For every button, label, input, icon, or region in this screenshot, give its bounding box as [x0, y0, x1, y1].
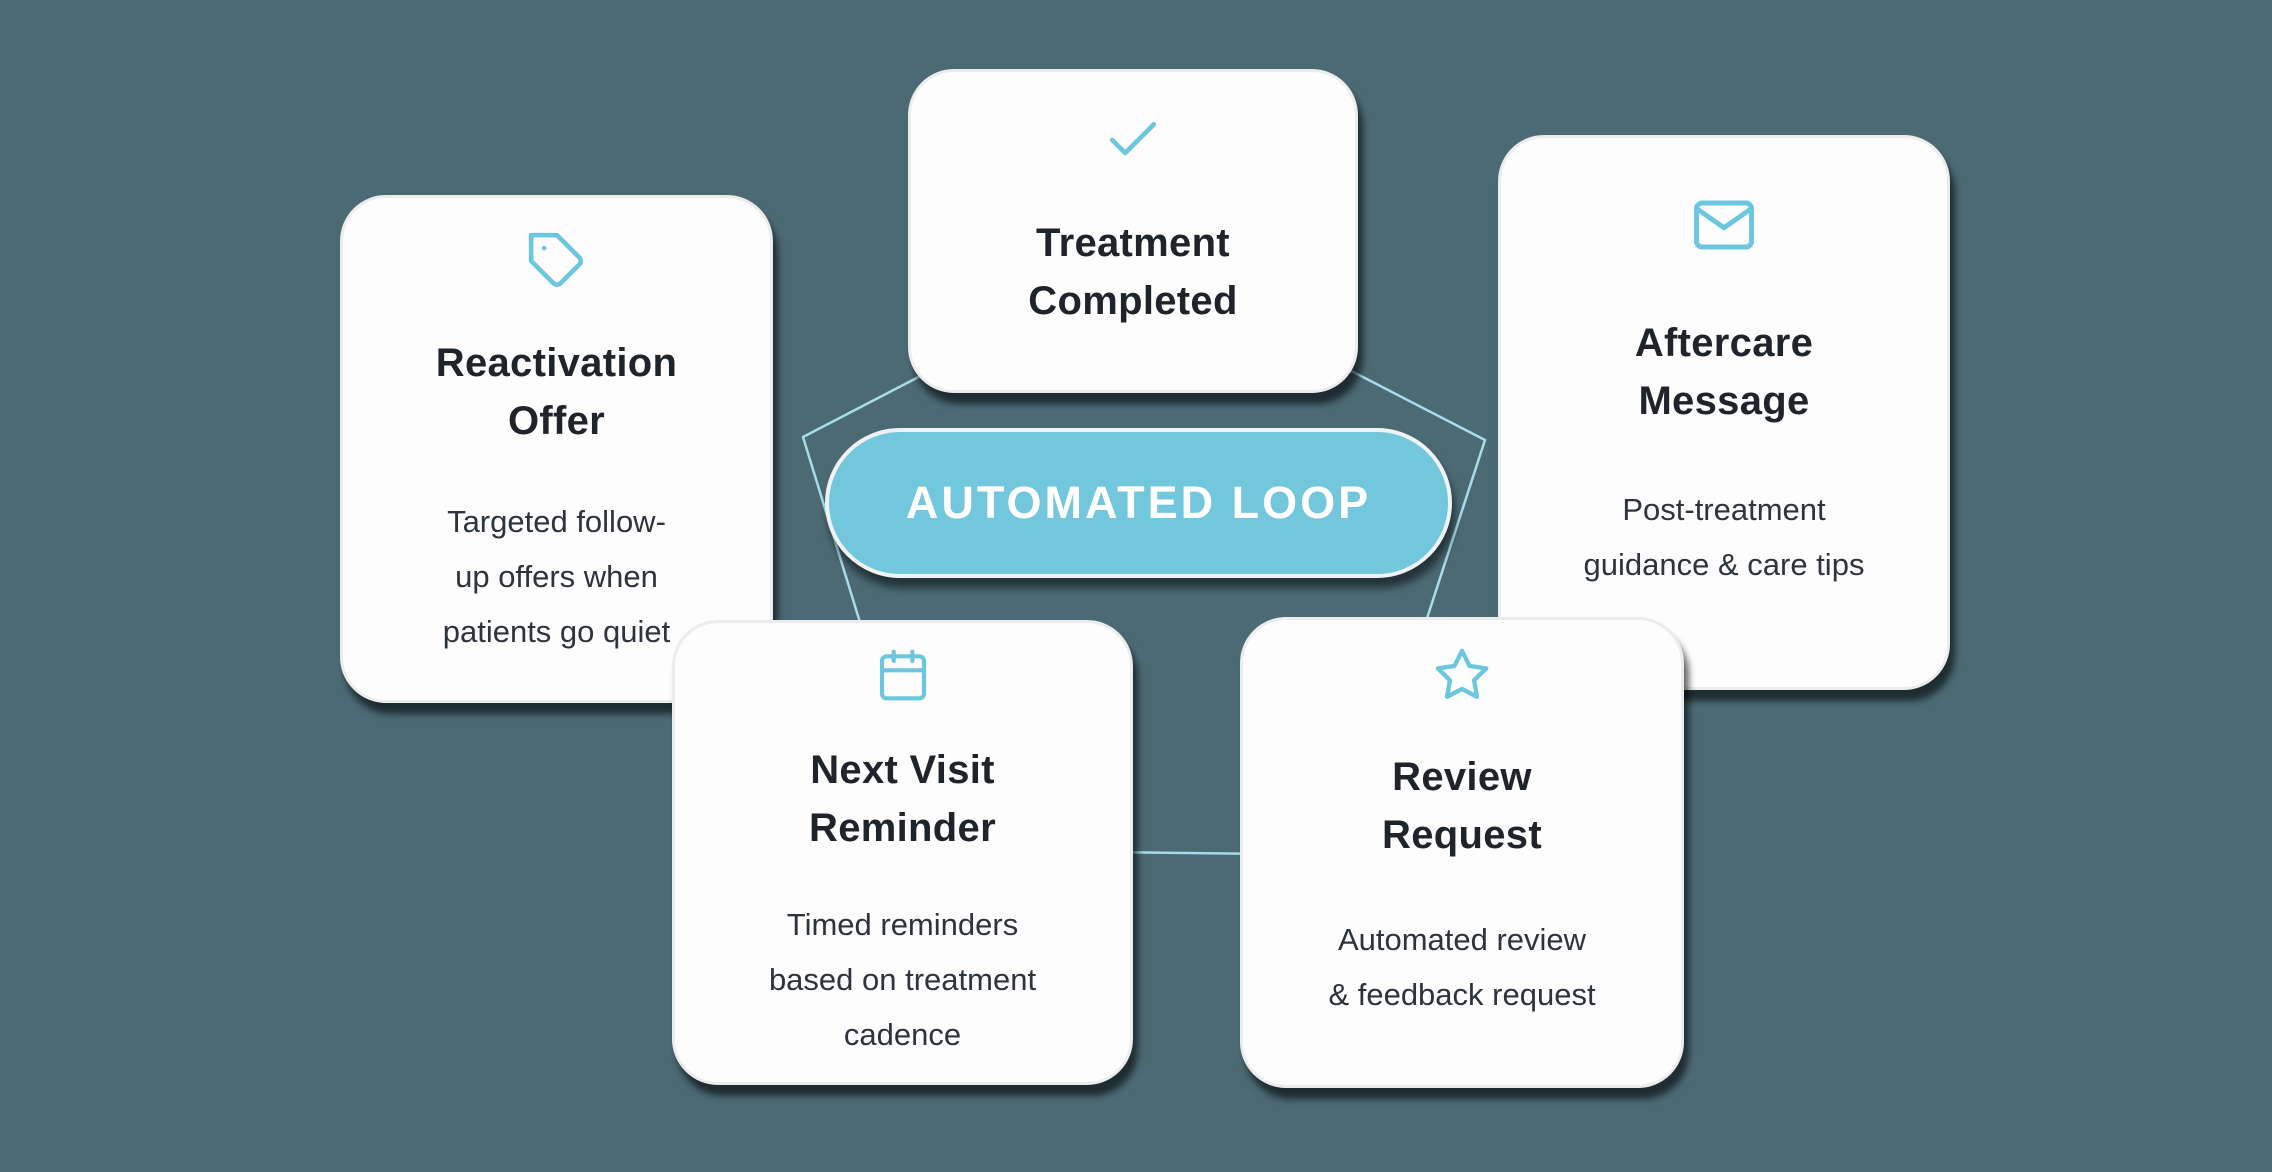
star-icon	[1433, 646, 1491, 704]
mail-icon	[1691, 192, 1757, 258]
card-description-review-request: Automated review & feedback request	[1328, 922, 1596, 1013]
card-description-aftercare-message: Post-treatment guidance & care tips	[1583, 492, 1865, 583]
loop-pentagon-line	[801, 260, 1487, 857]
tag-icon	[526, 230, 588, 292]
card-title-treatment-completed: Treatment Completed	[1028, 221, 1238, 323]
card-next-visit-reminder: Next Visit Reminder Timed reminders base…	[672, 620, 1133, 1085]
card-title-review-request: Review Request	[1382, 755, 1542, 857]
automated-loop-badge: AUTOMATED LOOP	[825, 428, 1452, 578]
calendar-icon	[875, 647, 931, 703]
card-review-request: Review Request Automated review & feedba…	[1240, 617, 1684, 1088]
card-reactivation-offer: Reactivation Offer Targeted follow- up o…	[340, 195, 773, 703]
card-description-next-visit-reminder: Timed reminders based on treatment caden…	[768, 907, 1037, 1053]
card-title-next-visit-reminder: Next Visit Reminder	[809, 748, 996, 850]
card-aftercare-message: Aftercare Message Post-treatment guidanc…	[1498, 135, 1950, 690]
automated-loop-badge-label: AUTOMATED LOOP	[905, 477, 1372, 528]
card-treatment-completed: Treatment Completed	[908, 69, 1358, 393]
card-description-reactivation-offer: Targeted follow- up offers when patients…	[442, 504, 671, 650]
card-title-aftercare-message: Aftercare Message	[1634, 321, 1814, 423]
card-title-reactivation-offer: Reactivation Offer	[435, 341, 678, 443]
check-icon	[1101, 114, 1165, 166]
